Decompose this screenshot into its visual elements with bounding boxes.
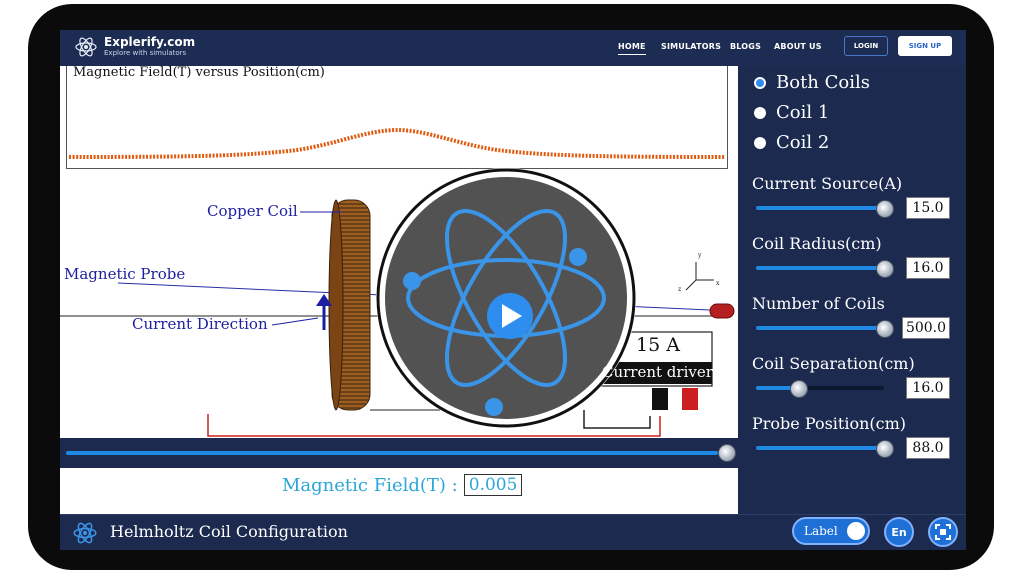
current-driver-label: Current driver [602, 363, 713, 381]
footer-bar: Helmholtz Coil Configuration Label En [60, 514, 966, 550]
label-toggle-text: Label [804, 524, 838, 538]
label-toggle[interactable]: Label [792, 517, 870, 545]
magnetic-field-label: Magnetic Field(T) : [282, 474, 458, 496]
probe-position-value[interactable]: 88.0 [906, 437, 950, 459]
driver-current-value: 15 A [636, 334, 680, 356]
coil-radius-label: Coil Radius(cm) [752, 234, 882, 253]
fullscreen-button[interactable] [928, 517, 958, 547]
copper-coil-label: Copper Coil [207, 202, 298, 220]
fullscreen-icon [935, 524, 951, 540]
axis-z-label: z [678, 286, 682, 293]
current-source-knob[interactable] [876, 200, 894, 218]
current-source-label: Current Source(A) [752, 174, 903, 193]
coil-scene [60, 168, 735, 437]
terminal-red [682, 388, 698, 410]
probe-position-slider[interactable] [756, 446, 884, 450]
graph-title: Magnetic Field(T) versus Position(cm) [73, 65, 325, 80]
simulation-title: Helmholtz Coil Configuration [110, 522, 348, 541]
current-source-slider[interactable] [756, 206, 884, 210]
coil-separation-slider[interactable] [756, 386, 796, 390]
radio-label: Both Coils [776, 72, 870, 93]
brand-tagline: Explore with simulators [104, 49, 187, 57]
number-of-coils-slider[interactable] [756, 326, 884, 330]
terminal-black [652, 388, 668, 410]
radio-unselected-icon [754, 136, 766, 149]
nav-home[interactable]: HOME [618, 42, 646, 55]
radio-coil-1[interactable]: Coil 1 [754, 102, 829, 123]
toggle-knob [847, 522, 865, 540]
current-arrow-icon [316, 294, 332, 330]
axis-x-label: x [716, 280, 720, 287]
brand-name: Explerify.com [104, 35, 196, 49]
radio-both-coils[interactable]: Both Coils [754, 72, 870, 93]
number-of-coils-label: Number of Coils [752, 294, 885, 313]
number-of-coils-knob[interactable] [876, 320, 894, 338]
radio-coil-2[interactable]: Coil 2 [754, 132, 829, 153]
coil-radius-knob[interactable] [876, 260, 894, 278]
radio-label: Coil 1 [776, 102, 830, 123]
signup-button[interactable]: SIGN UP [898, 36, 952, 56]
field-graph: Magnetic Field(T) versus Position(cm) [66, 65, 728, 169]
simulation-canvas: Magnetic Field(T) versus Position(cm) [60, 65, 738, 514]
nav-simulators[interactable]: SIMULATORS [661, 42, 722, 51]
language-button[interactable]: En [884, 517, 914, 547]
top-navbar: Explerify.com Explore with simulators HO… [60, 30, 966, 67]
copper-coil-1 [328, 199, 371, 411]
position-slider-bar [60, 438, 738, 468]
position-slider-track[interactable] [66, 451, 718, 455]
app-screen: Explerify.com Explore with simulators HO… [60, 30, 966, 550]
position-slider-knob[interactable] [718, 444, 736, 462]
nav-about-us[interactable]: ABOUT US [774, 42, 822, 51]
number-of-coils-value[interactable]: 500.0 [902, 317, 950, 339]
atom-logo-icon [75, 37, 97, 57]
axis-y-label: y [698, 252, 702, 259]
radio-unselected-icon [754, 106, 766, 119]
nav-blogs[interactable]: BLOGS [730, 42, 762, 51]
coil-separation-value[interactable]: 16.0 [906, 377, 950, 399]
atom-footer-icon [73, 522, 97, 544]
coil-radius-value[interactable]: 16.0 [906, 257, 950, 279]
probe-position-label: Probe Position(cm) [752, 414, 907, 433]
magnetic-field-value: 0.005 [463, 474, 523, 496]
video-play-overlay[interactable] [376, 168, 636, 428]
current-direction-label: Current Direction [132, 315, 268, 333]
coil-separation-knob[interactable] [790, 380, 808, 398]
radio-label: Coil 2 [776, 132, 830, 153]
login-button[interactable]: LOGIN [844, 36, 888, 56]
axes-gizmo-icon [685, 262, 714, 291]
field-curve [68, 127, 726, 159]
brand[interactable]: Explerify.com Explore with simulators [74, 35, 195, 59]
magnetic-probe[interactable] [709, 303, 735, 319]
magnetic-field-readout: Magnetic Field(T) : 0.005 [282, 474, 523, 496]
current-source-value[interactable]: 15.0 [906, 197, 950, 219]
coil-separation-track-rest [796, 386, 884, 390]
control-panel: Both Coils Coil 1 Coil 2 Current Source(… [738, 66, 966, 514]
probe-position-knob[interactable] [876, 440, 894, 458]
coil-radius-slider[interactable] [756, 266, 884, 270]
magnetic-probe-label: Magnetic Probe [64, 265, 186, 283]
radio-selected-icon [754, 76, 766, 89]
coil-separation-label: Coil Separation(cm) [752, 354, 915, 373]
